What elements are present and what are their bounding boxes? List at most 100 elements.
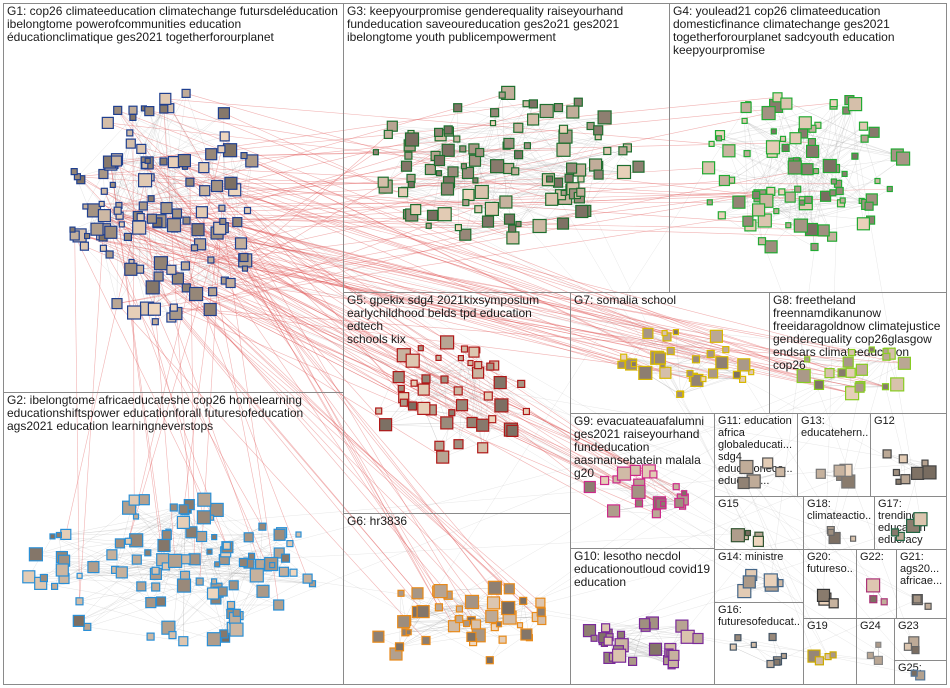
network-node-avatar [489, 119, 497, 127]
network-node-avatar [537, 615, 547, 626]
group-g1-label: G1: cop26 climateeducation climatechange… [7, 5, 338, 44]
network-node-avatar [151, 318, 159, 326]
edge-cross-group [173, 307, 657, 514]
network-node-avatar [161, 620, 176, 635]
network-node-avatar [822, 158, 837, 174]
network-node-avatar [161, 529, 172, 541]
network-node-avatar [627, 656, 638, 667]
network-node-avatar [606, 504, 621, 518]
edge-cross-group [79, 215, 105, 602]
network-node-avatar [829, 98, 838, 108]
edge-cross-group [285, 532, 748, 559]
edge-internal [562, 171, 625, 224]
edge-internal [114, 509, 184, 571]
network-node-avatar [206, 632, 221, 647]
network-node-avatar [218, 204, 226, 212]
network-node-avatar [425, 222, 432, 229]
network-node-avatar [278, 566, 289, 577]
edge-internal [475, 600, 524, 625]
network-node-avatar [631, 484, 646, 499]
edge-cross-group [210, 259, 879, 661]
network-node-avatar [827, 528, 835, 536]
edge-internal [139, 183, 232, 270]
network-node-avatar [463, 619, 471, 628]
network-node-avatar [226, 600, 236, 610]
network-node-avatar [778, 188, 786, 196]
edge-cross-group [103, 248, 263, 527]
network-node-avatar [440, 416, 454, 430]
network-node-avatar [159, 157, 168, 166]
edge-internal [78, 585, 185, 622]
edge-internal [147, 160, 245, 258]
network-node-avatar [706, 349, 715, 358]
edge-cross-group [146, 210, 777, 309]
network-node-avatar [648, 642, 663, 656]
network-node-avatar [255, 558, 266, 570]
network-node-avatar [169, 303, 178, 312]
network-node-avatar [280, 553, 291, 563]
network-node-avatar [560, 189, 567, 196]
network-node-avatar [190, 244, 199, 252]
edge-internal [185, 93, 244, 259]
edge-internal [444, 379, 447, 423]
network-node-avatar [903, 642, 913, 651]
edge-internal [527, 129, 564, 146]
edge-cross-group [884, 601, 914, 642]
network-node-avatar [773, 208, 780, 215]
edge-cross-group [116, 303, 427, 641]
edge-cross-group [728, 150, 916, 651]
edge-internal [860, 363, 905, 387]
edge-cross-group [230, 183, 839, 185]
network-node-avatar [144, 157, 151, 164]
network-node-avatar [453, 103, 463, 113]
edge-internal [558, 107, 599, 137]
edge-internal [116, 154, 212, 160]
network-node-avatar [730, 528, 746, 543]
edge-cross-group [110, 164, 167, 567]
edge-internal [782, 138, 833, 237]
edge-cross-group [139, 188, 798, 228]
network-node-avatar [123, 232, 133, 241]
edge-internal [172, 551, 210, 636]
network-node-avatar [599, 475, 610, 486]
network-node-avatar [144, 549, 152, 557]
network-node-avatar [779, 135, 787, 142]
network-node-avatar [672, 329, 680, 336]
edge-internal [823, 223, 864, 231]
edge-cross-group [113, 103, 527, 165]
network-node-avatar [765, 140, 781, 155]
network-node-avatar [50, 582, 59, 591]
network-node-avatar [766, 659, 775, 669]
network-node-avatar [421, 635, 431, 646]
edge-internal [776, 210, 871, 221]
network-node-avatar [495, 621, 503, 628]
network-node-avatar [535, 597, 546, 608]
edge-internal [417, 611, 492, 617]
edge-internal [143, 205, 223, 222]
network-node-avatar [379, 418, 393, 432]
edge-cross-group [212, 291, 605, 481]
network-node-avatar [195, 206, 208, 219]
edge-internal [408, 602, 494, 633]
network-node-avatar [826, 231, 838, 242]
network-node-avatar [157, 538, 171, 553]
group-g19-label: G19 [807, 620, 828, 632]
network-node-avatar [881, 383, 890, 391]
network-node-avatar [668, 649, 680, 662]
network-node-avatar [171, 208, 183, 219]
network-node-avatar [232, 608, 241, 617]
network-node-avatar [686, 369, 694, 378]
edge-cross-group [245, 134, 389, 261]
edge-internal [756, 152, 773, 195]
network-node-avatar [890, 528, 900, 537]
network-node-avatar [151, 582, 161, 592]
edge-internal [425, 351, 475, 380]
network-node-avatar [737, 358, 751, 372]
edge-internal [721, 138, 865, 216]
edge-internal [471, 382, 501, 423]
edge-internal [638, 486, 677, 504]
edge-cross-group [150, 177, 683, 507]
network-node-avatar [386, 120, 398, 132]
network-node-avatar [145, 596, 157, 609]
network-node-avatar [722, 346, 730, 354]
